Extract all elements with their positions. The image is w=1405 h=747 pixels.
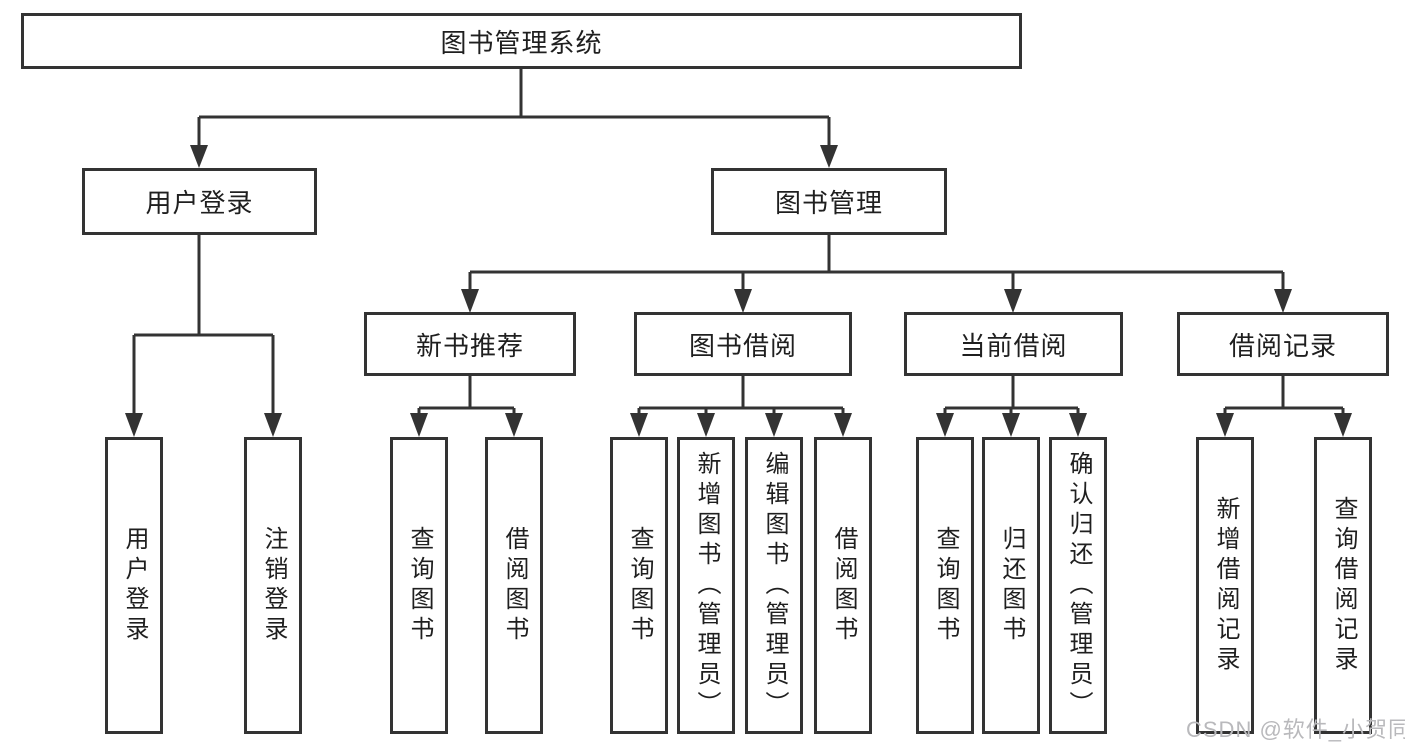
node-library-management-system: 图书管理系统: [21, 13, 1022, 69]
leaf-user-login: 用户登录: [105, 437, 163, 734]
node-new-book-recommendation: 新书推荐: [364, 312, 576, 376]
node-user-login: 用户登录: [82, 168, 317, 235]
node-book-management: 图书管理: [711, 168, 947, 235]
node-current-borrowing: 当前借阅: [904, 312, 1123, 376]
leaf-borrow-books-borrowing: 借阅图书: [814, 437, 872, 734]
leaf-logout: 注销登录: [244, 437, 302, 734]
leaf-return-books: 归还图书: [982, 437, 1040, 734]
leaf-query-books-current: 查询图书: [916, 437, 974, 734]
node-borrowing-records: 借阅记录: [1177, 312, 1389, 376]
csdn-watermark: CSDN @软件_小贺同学: [1186, 717, 1405, 742]
leaf-query-borrow-record: 查询借阅记录: [1314, 437, 1372, 734]
leaf-add-borrow-record: 新增借阅记录: [1196, 437, 1254, 734]
leaf-borrow-books-recommend: 借阅图书: [485, 437, 543, 734]
leaf-query-books-recommend: 查询图书: [390, 437, 448, 734]
node-book-borrowing: 图书借阅: [634, 312, 852, 376]
leaf-add-books-admin: 新增图书（管理员）: [677, 437, 735, 734]
leaf-edit-books-admin: 编辑图书（管理员）: [745, 437, 803, 734]
leaf-confirm-return-admin: 确认归还（管理员）: [1049, 437, 1107, 734]
leaf-query-books-borrowing: 查询图书: [610, 437, 668, 734]
